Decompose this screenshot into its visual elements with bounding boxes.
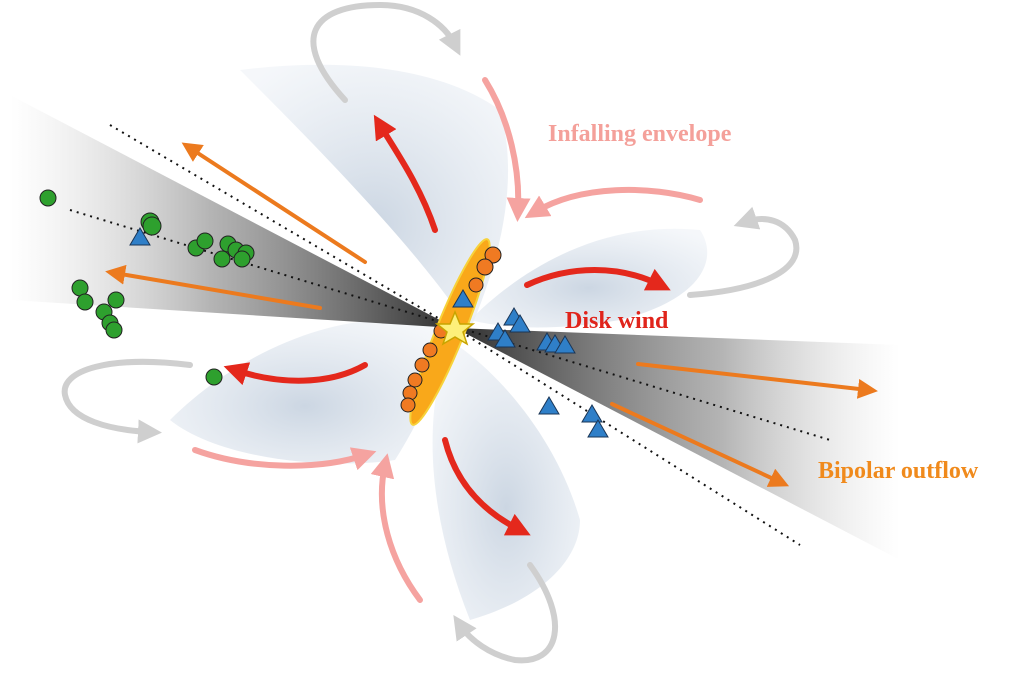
- green-marker: [205, 368, 223, 386]
- orange-marker: [400, 397, 416, 413]
- outflow-arrow-left-upper: [181, 142, 367, 264]
- disk-wind-arrow-top: [373, 114, 438, 233]
- disk-wind-arrow-bottom: [442, 437, 531, 536]
- green-marker: [39, 189, 57, 207]
- disk-wind-arrow-right: [524, 267, 671, 291]
- triangle-marker: [509, 314, 531, 333]
- triangle-marker: [129, 227, 151, 246]
- circulation-arrows: [61, 1, 800, 664]
- green-marker: [213, 250, 231, 268]
- disk-wind-arrows: [223, 114, 671, 536]
- envelope-lobe-right: [470, 228, 708, 328]
- orange-marker: [407, 372, 423, 388]
- infall-arrow-top: [482, 77, 531, 222]
- orange-marker: [484, 246, 502, 264]
- outflow-cone-right: [455, 328, 900, 560]
- triangle-marker: [452, 289, 474, 308]
- infall-arrows: [192, 77, 703, 603]
- orange-marker: [414, 357, 430, 373]
- blue-markers: [129, 227, 609, 438]
- axis-lines: [69, 124, 831, 546]
- triangle-marker: [587, 419, 609, 438]
- outflow-arrows: [105, 142, 878, 487]
- green-marker: [196, 232, 214, 250]
- triangle-marker: [494, 329, 516, 348]
- envelope-lobes: [170, 64, 708, 620]
- gray-arrow-right: [687, 206, 800, 298]
- envelope-lobe-left: [170, 320, 440, 464]
- infall-arrow-right: [524, 186, 703, 219]
- gray-arrow-left: [61, 358, 193, 444]
- gray-arrow-bottom: [453, 562, 558, 664]
- triangle-marker: [538, 396, 560, 415]
- infall-arrow-left: [192, 447, 377, 471]
- infalling-envelope-label: Infalling envelope: [548, 121, 732, 147]
- orange-marker: [476, 258, 494, 276]
- gray-arrow-top: [310, 1, 461, 103]
- disk-wind-arrow-left: [223, 362, 368, 386]
- outflow-arrow-right-upper: [636, 362, 878, 399]
- outflow-arrow-left-lower: [105, 264, 322, 310]
- disk-wind-label: Disk wind: [565, 308, 669, 334]
- green-marker: [107, 291, 125, 309]
- infall-arrow-bottom: [370, 453, 423, 603]
- green-marker: [233, 250, 251, 268]
- bipolar-outflow-label: Bipolar outflow: [818, 458, 979, 484]
- orange-marker: [422, 342, 438, 358]
- green-marker: [105, 321, 123, 339]
- green-marker: [142, 216, 162, 236]
- envelope-lobe-upper: [240, 64, 509, 331]
- orange-marker: [468, 277, 484, 293]
- cone-edge-line-lower: [454, 327, 801, 546]
- envelope-lobe-lower: [432, 340, 580, 620]
- green-marker: [76, 293, 94, 311]
- outflow-arrow-right-lower: [610, 402, 790, 487]
- triangle-marker: [581, 404, 603, 423]
- green-markers: [39, 189, 255, 386]
- triangle-marker: [554, 335, 576, 354]
- star-icon: [434, 310, 476, 346]
